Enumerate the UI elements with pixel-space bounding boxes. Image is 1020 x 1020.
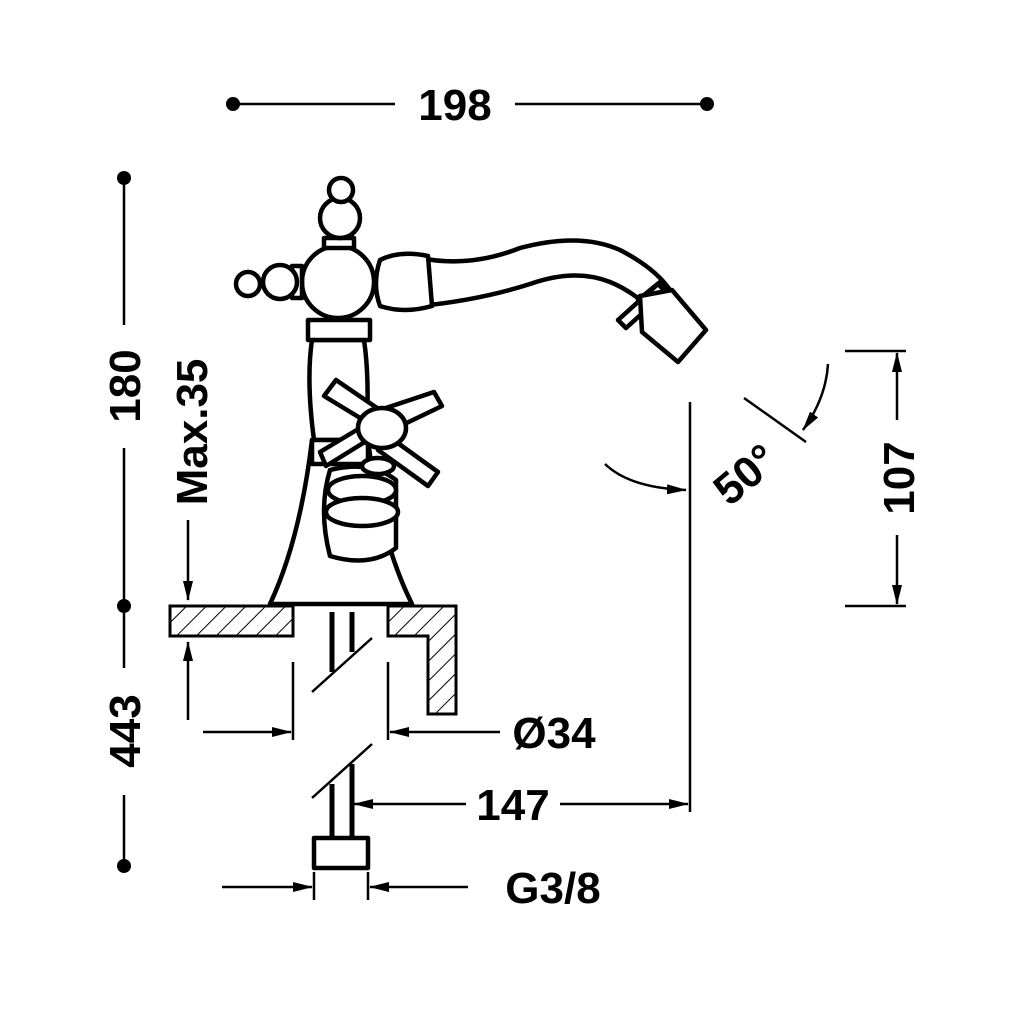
angle-arrow bbox=[604, 463, 687, 495]
angle-arrow bbox=[801, 363, 830, 431]
side-knob bbox=[233, 269, 263, 299]
hole-diameter-label: Ø34 bbox=[512, 709, 596, 758]
top-knob bbox=[326, 175, 356, 205]
connection-nut bbox=[311, 835, 371, 871]
dimension-spout-reach: 147 bbox=[353, 402, 692, 830]
mounting-shank bbox=[311, 612, 373, 871]
angle-reference-line bbox=[743, 396, 807, 444]
deck-thickness-label: Max.35 bbox=[168, 359, 217, 506]
countertop-left bbox=[168, 604, 295, 638]
connection-thread-label: G3/8 bbox=[505, 864, 600, 913]
spout-height-label: 107 bbox=[875, 441, 924, 514]
spout-arm bbox=[417, 238, 673, 311]
break-line bbox=[311, 743, 373, 799]
spout-collar bbox=[373, 251, 435, 313]
dimension-deck-thickness: Max.35 bbox=[168, 359, 217, 720]
dimension-connection-thread: G3/8 bbox=[222, 864, 601, 913]
spout-reach-label: 147 bbox=[476, 781, 549, 830]
spout-angle-label: 50° bbox=[704, 435, 786, 515]
width-label: 198 bbox=[418, 81, 491, 130]
spout-nozzle bbox=[637, 287, 709, 365]
countertop-section bbox=[168, 604, 458, 716]
faucet-body bbox=[233, 175, 709, 607]
handle-ring bbox=[323, 495, 401, 529]
column-collar bbox=[305, 317, 373, 343]
dimension-left-vertical: 180 443 bbox=[101, 171, 150, 873]
cross-handle-hub bbox=[355, 405, 409, 451]
height-label: 180 bbox=[101, 349, 150, 422]
break-line bbox=[311, 637, 373, 693]
dimension-hole-diameter: Ø34 bbox=[203, 662, 596, 758]
ball-head bbox=[299, 243, 377, 321]
cross-handle-stem bbox=[359, 455, 397, 477]
dimension-spout-angle: 50° bbox=[604, 363, 830, 515]
side-knob-lower bbox=[260, 262, 300, 302]
below-deck-label: 443 bbox=[101, 694, 150, 767]
dimension-spout-height: 107 bbox=[845, 349, 924, 608]
countertop-right bbox=[386, 604, 458, 716]
dimension-total-width: 198 bbox=[226, 81, 714, 130]
